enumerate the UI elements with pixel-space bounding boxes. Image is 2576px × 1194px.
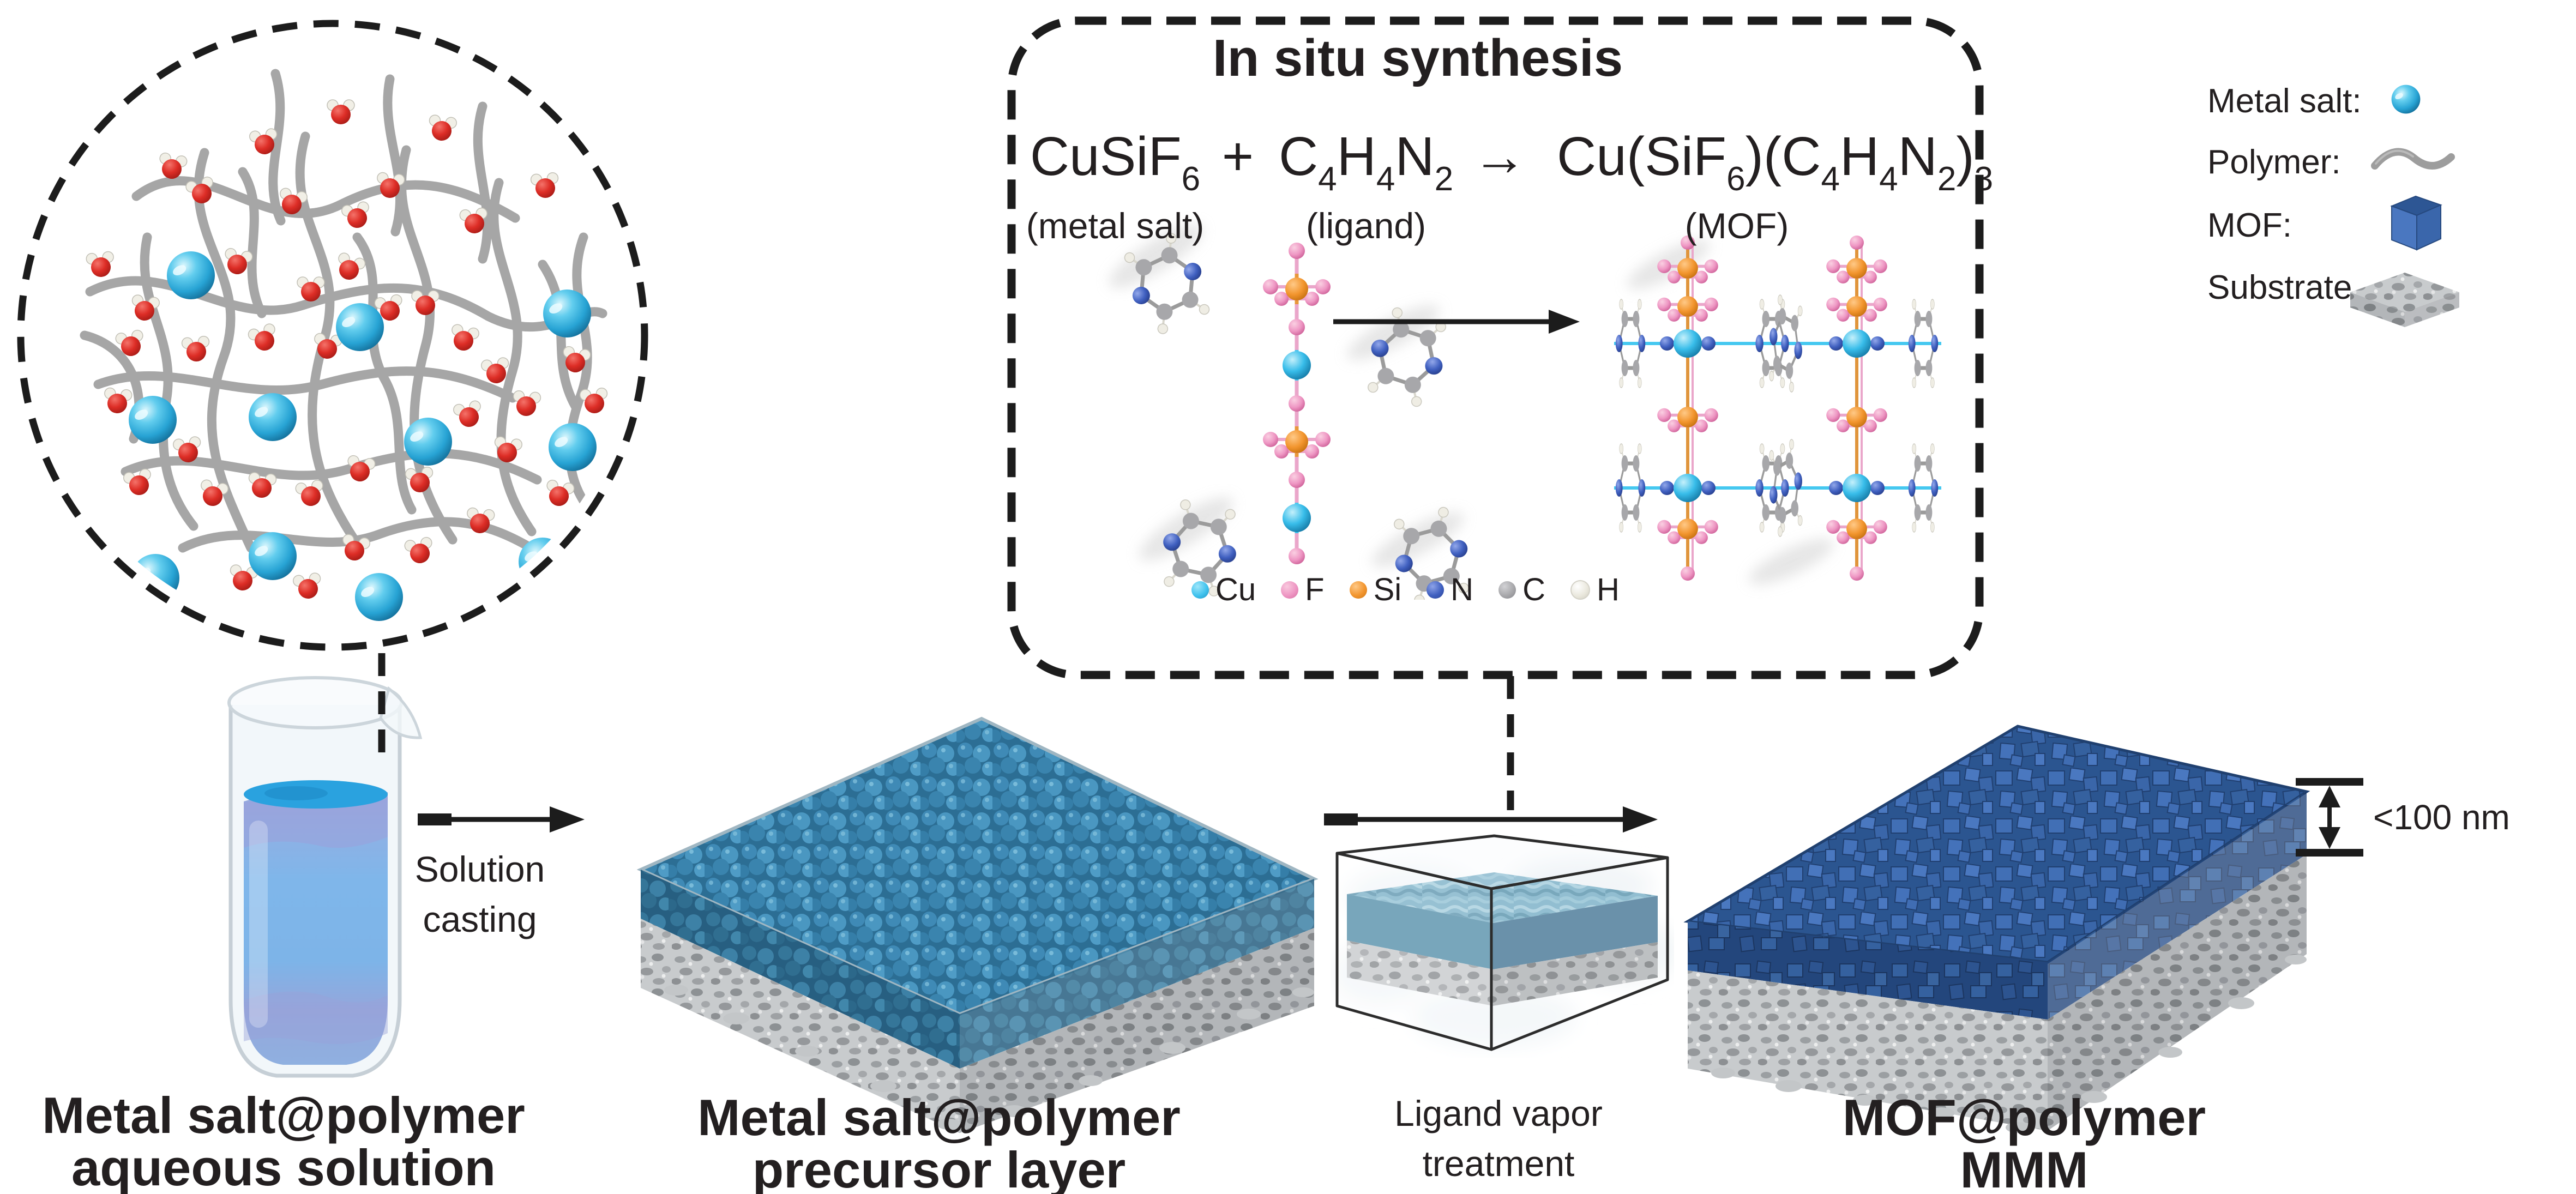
beaker-caption-line2: aqueous solution xyxy=(71,1138,496,1194)
n-atom-icon xyxy=(1427,581,1445,599)
eq-token: 3 xyxy=(1974,160,1994,198)
atom-legend-item-h: H xyxy=(1570,571,1620,608)
equation-reactant2: C4H4N2 xyxy=(1262,125,1470,198)
atom-symbol: F xyxy=(1305,572,1325,607)
solution-casting-line1: Solution xyxy=(414,849,545,889)
mmm-caption: MOF@polymer MMM xyxy=(1752,1092,2297,1194)
equation-product: Cu(SiF6)(C4H4N2)3 xyxy=(1557,125,1993,198)
eq-token: 6 xyxy=(1181,160,1201,198)
atom-symbol: H xyxy=(1596,572,1620,607)
eq-token: ) xyxy=(1956,126,1975,187)
equation-arrow: → xyxy=(1472,126,1527,187)
eq-token: 4 xyxy=(1318,160,1337,198)
magnifier-dashed-circle xyxy=(17,20,648,651)
mof-crystal-structure xyxy=(1614,236,1941,581)
metal-salt-icon xyxy=(2391,85,2421,114)
cu-atom-icon xyxy=(1191,581,1209,599)
mmm-caption-line1: MOF@polymer xyxy=(1842,1089,2206,1146)
solution-casting-line2: casting xyxy=(423,899,537,940)
mof-icon xyxy=(2390,195,2442,251)
atom-symbol: N xyxy=(1450,572,1474,607)
eq-token: 2 xyxy=(1937,160,1957,198)
ligand-vapor-label: Ligand vapor treatment xyxy=(1335,1088,1662,1189)
thickness-label: <100 nm xyxy=(2373,798,2510,837)
precursor-caption: Metal salt@polymer precursor layer xyxy=(666,1092,1212,1194)
ligand-vapor-line2: treatment xyxy=(1422,1143,1575,1184)
legend-row-substrate: Substrate xyxy=(2207,269,2352,306)
vapor-chamber-graphic xyxy=(1331,834,1674,1051)
beaker-rim xyxy=(227,676,403,729)
f-atom-icon xyxy=(1281,581,1299,599)
legend-row-mof: MOF: xyxy=(2207,207,2292,244)
legend-row-metal-salt: Metal salt: xyxy=(2207,82,2362,120)
atom-legend-item-cu: Cu xyxy=(1191,571,1256,608)
eq-token: 2 xyxy=(1434,160,1454,198)
eq-token: Cu(SiF xyxy=(1557,126,1727,187)
eq-token: 4 xyxy=(1821,160,1840,198)
atom-legend-item-c: C xyxy=(1498,571,1545,608)
atom-legend: Cu F Si N C H xyxy=(1191,571,1620,608)
precursor-layer-graphic xyxy=(636,716,1319,1133)
mmm-caption-line2: MMM xyxy=(1960,1141,2089,1194)
ligand-sublabel: (ligand) xyxy=(1305,206,1427,246)
eq-token: H xyxy=(1839,126,1880,187)
ligand-vapor-line1: Ligand vapor xyxy=(1394,1093,1603,1133)
c-atom-icon xyxy=(1498,581,1516,599)
precursor-caption-line2: precursor layer xyxy=(752,1141,1126,1194)
structure-shadows xyxy=(1109,224,1834,584)
beaker-spout xyxy=(379,686,423,739)
beaker-caption: Metal salt@polymer aqueous solution xyxy=(11,1089,556,1194)
polymer-icon xyxy=(2371,148,2455,170)
substrate-icon xyxy=(2350,273,2459,327)
eq-token: 4 xyxy=(1879,160,1898,198)
eq-token: CuSiF xyxy=(1030,126,1182,187)
h-atom-icon xyxy=(1570,580,1590,600)
atom-symbol: Si xyxy=(1373,572,1402,607)
beaker-liquid xyxy=(244,792,388,1065)
metal-salt-spheres xyxy=(129,251,597,621)
ligand-vapor-arrow xyxy=(1324,806,1658,833)
atom-symbol: C xyxy=(1522,572,1545,607)
eq-token: )(C xyxy=(1745,126,1821,187)
precursor-caption-line1: Metal salt@polymer xyxy=(697,1089,1181,1146)
equation-reactant1: CuSiF6 xyxy=(1006,125,1224,198)
eq-token: C xyxy=(1278,126,1319,187)
atom-legend-item-si: Si xyxy=(1349,571,1402,608)
synthesis-structures xyxy=(1109,224,1941,600)
beaker-graphic xyxy=(227,676,423,1078)
solution-casting-label: Solution casting xyxy=(344,844,616,945)
atom-symbol: Cu xyxy=(1215,572,1256,607)
atom-legend-item-n: N xyxy=(1427,571,1473,608)
mof-sublabel: (MOF) xyxy=(1684,206,1789,246)
eq-token: 6 xyxy=(1726,160,1746,198)
magnified-solution-view xyxy=(17,20,648,651)
legend-row-polymer: Polymer: xyxy=(2207,143,2341,181)
metal-salt-sublabel: (metal salt) xyxy=(1026,206,1205,246)
eq-token: H xyxy=(1337,126,1376,187)
eq-token: N xyxy=(1898,126,1937,187)
in-situ-synthesis-title: In situ synthesis xyxy=(1212,29,1623,87)
beaker-caption-line1: Metal salt@polymer xyxy=(42,1087,525,1144)
eq-token: N xyxy=(1395,126,1435,187)
atom-legend-item-f: F xyxy=(1281,571,1325,608)
vapor-box-edges xyxy=(1335,834,1669,1051)
eq-token: 4 xyxy=(1376,160,1395,198)
mmm-layer-graphic xyxy=(1683,725,2310,1133)
equation-plus: + xyxy=(1221,126,1254,187)
si-atom-icon xyxy=(1349,581,1367,599)
